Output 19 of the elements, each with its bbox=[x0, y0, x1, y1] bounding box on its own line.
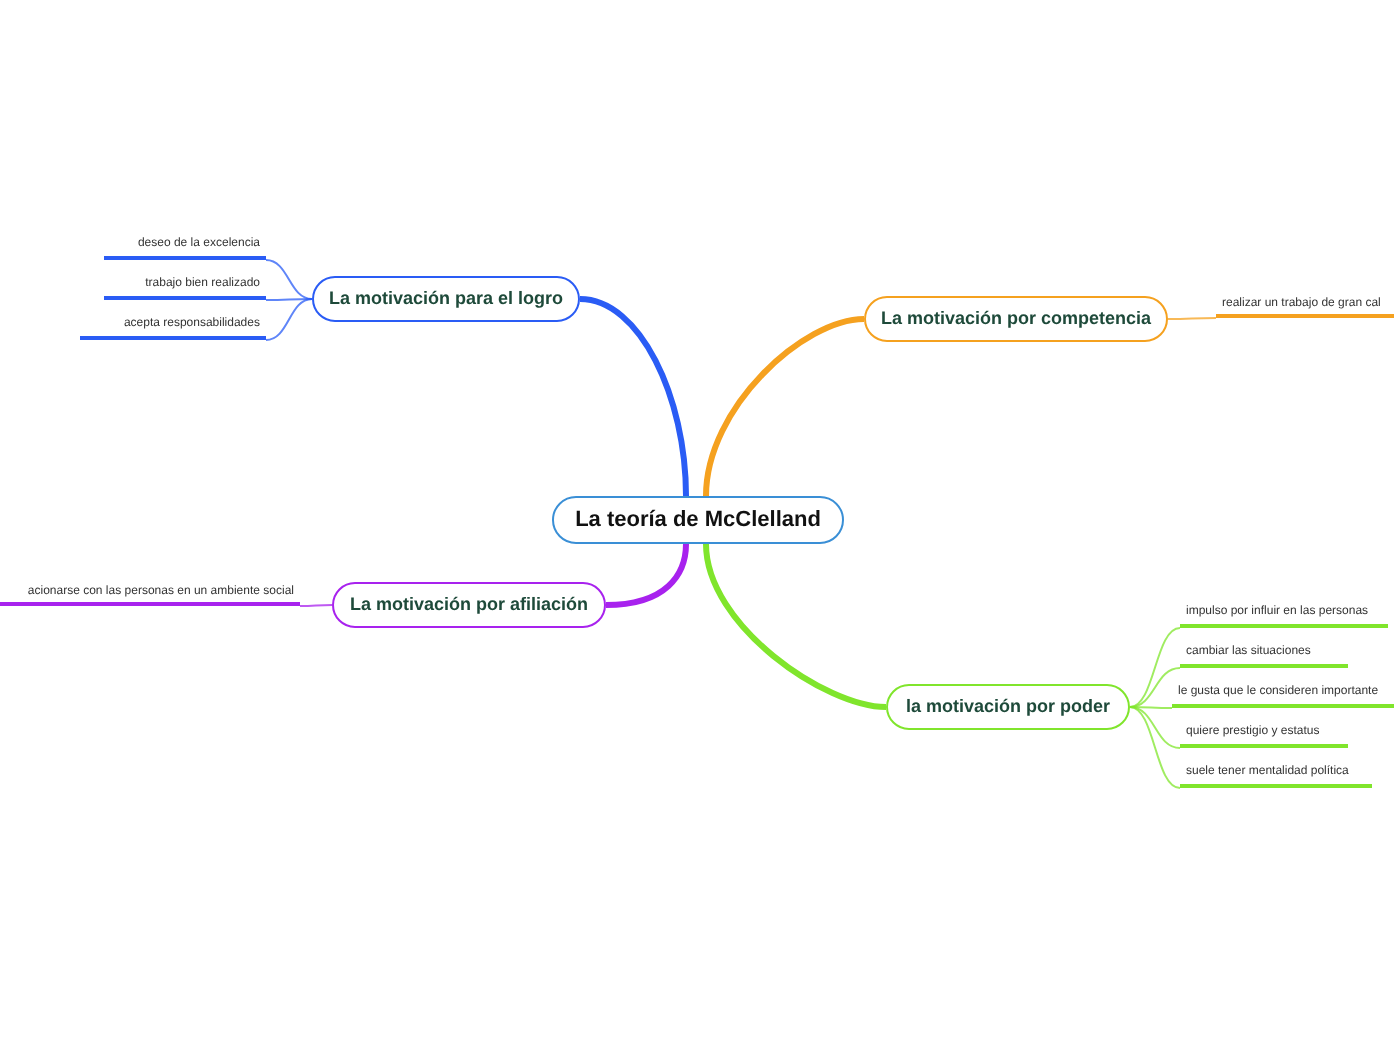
connector bbox=[299, 604, 333, 607]
connector bbox=[1129, 627, 1181, 708]
main-topic: La motivación para el logro bbox=[312, 276, 580, 322]
connector bbox=[1167, 317, 1217, 320]
central-topic: La teoría de McClelland bbox=[552, 496, 844, 544]
connector bbox=[1129, 706, 1181, 789]
connector bbox=[605, 543, 689, 608]
connector bbox=[1129, 706, 1181, 749]
connector bbox=[1129, 706, 1173, 709]
connector bbox=[265, 298, 313, 301]
connector bbox=[1129, 667, 1181, 708]
connector bbox=[703, 543, 887, 710]
main-topic: La motivación por afiliación bbox=[332, 582, 606, 628]
connector bbox=[703, 316, 865, 497]
main-topic: la motivación por poder bbox=[886, 684, 1130, 730]
connector bbox=[265, 298, 313, 341]
main-topic: La motivación por competencia bbox=[864, 296, 1168, 342]
connector bbox=[579, 296, 689, 497]
connector bbox=[265, 259, 313, 300]
